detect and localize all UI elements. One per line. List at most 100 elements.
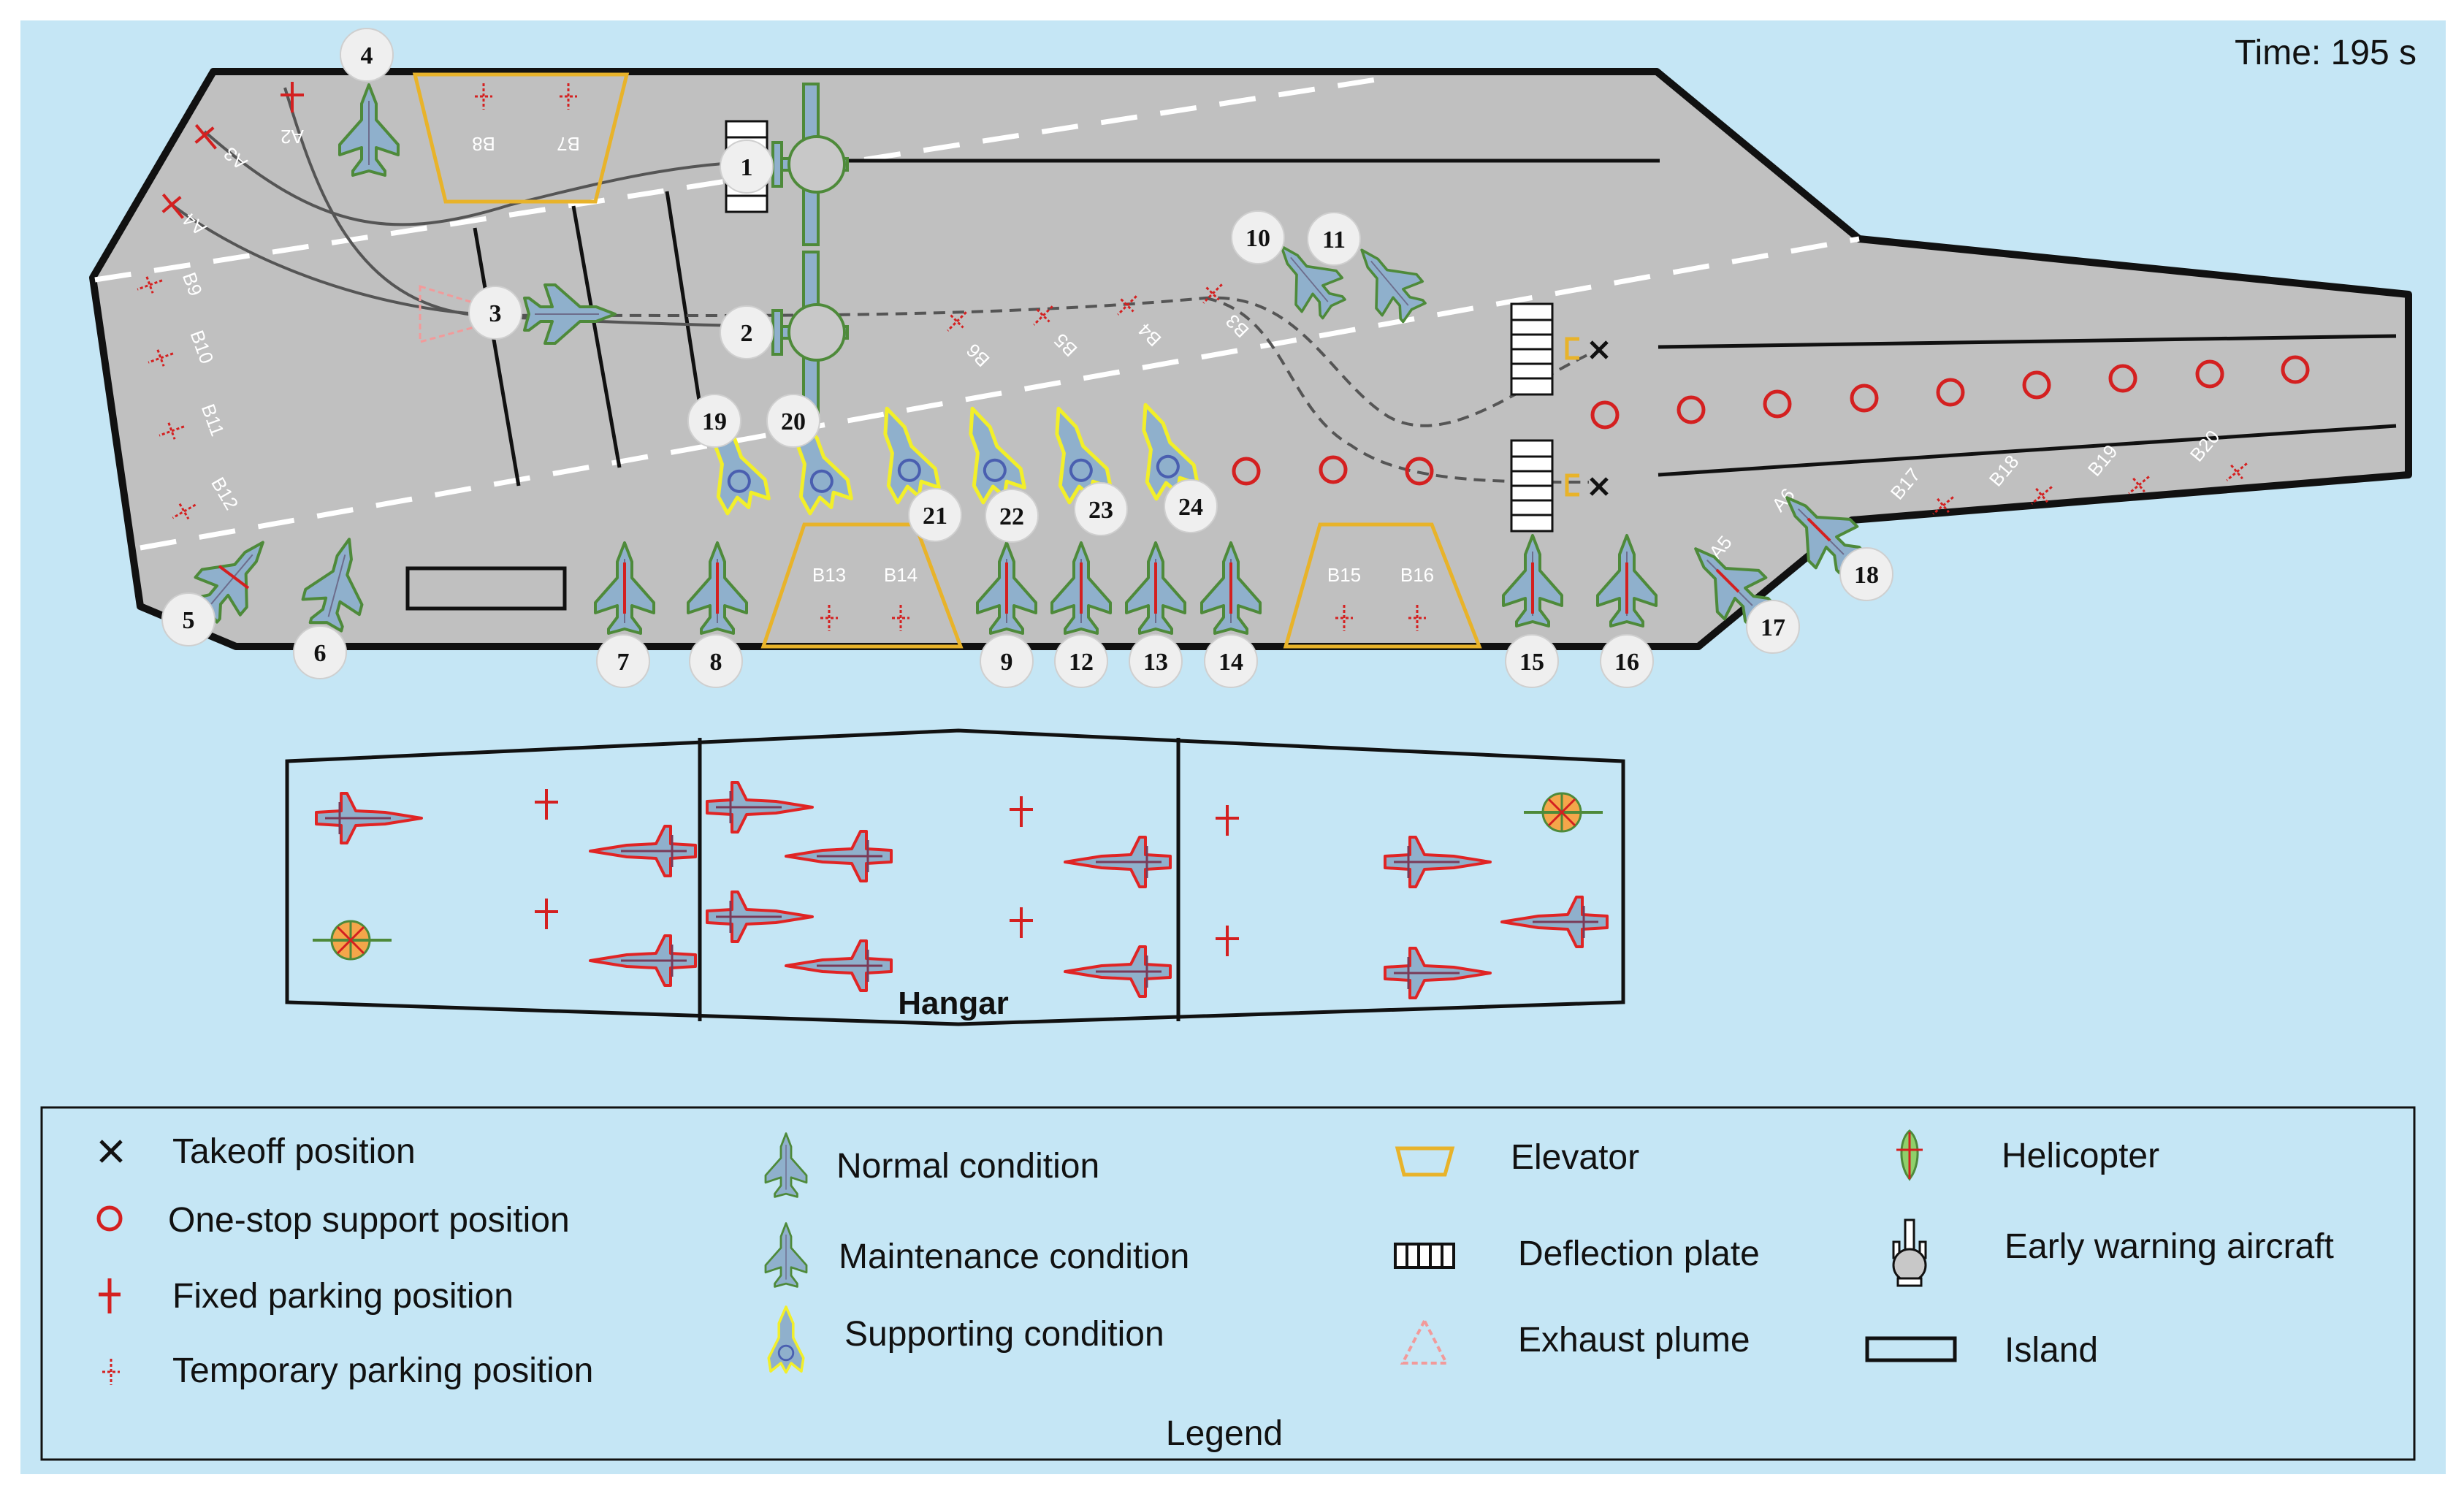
aircraft-number-badge: 12 xyxy=(1054,634,1108,688)
aircraft-number-badge: 20 xyxy=(766,394,820,448)
legend-label-deflection-plate: Deflection plate xyxy=(1518,1235,1760,1273)
aircraft-number: 5 xyxy=(183,607,195,634)
parking-label-b13: B13 xyxy=(812,564,846,586)
catapult-track-3 xyxy=(1658,334,2397,349)
aircraft-number-badge: 8 xyxy=(689,634,743,688)
aircraft-number-badge: 4 xyxy=(340,28,394,82)
aircraft-number-badge: 10 xyxy=(1231,210,1285,264)
legend-label-support: One-stop support position xyxy=(168,1201,570,1240)
parking-label-a2: A2 xyxy=(281,126,304,148)
aircraft-number: 3 xyxy=(489,300,502,327)
aircraft-number: 9 xyxy=(1001,649,1013,676)
aircraft-number-badge: 14 xyxy=(1204,634,1258,688)
deflection-plate xyxy=(1510,302,1554,396)
maintenance-marks xyxy=(218,517,1831,614)
parking-label-b14: B14 xyxy=(884,564,918,586)
elevator xyxy=(1283,522,1482,649)
exhaust-plume xyxy=(419,284,484,343)
legend: Takeoff position One-stop support positi… xyxy=(40,1106,2416,1461)
aircraft-number: 7 xyxy=(617,649,630,676)
legend-label-exhaust-plume: Exhaust plume xyxy=(1518,1321,1750,1359)
elevator xyxy=(760,522,964,649)
aircraft-number-badge: 13 xyxy=(1129,634,1183,688)
early-warning-aircraft-icon xyxy=(1892,1218,1927,1287)
aircraft-number: 16 xyxy=(1614,649,1639,676)
aircraft-number-badge: 22 xyxy=(985,489,1039,543)
elevator-icon xyxy=(1395,1146,1455,1177)
aircraft-number-badge: 5 xyxy=(161,592,215,646)
arresting-wire xyxy=(473,227,521,487)
parking-label-b7: B7 xyxy=(557,133,580,155)
aircraft-number: 22 xyxy=(999,503,1024,530)
helicopter-icon xyxy=(1896,1129,1923,1181)
aircraft-number-badge: 18 xyxy=(1839,547,1893,601)
aircraft-number: 15 xyxy=(1519,649,1544,676)
aircraft-number: 8 xyxy=(710,649,722,676)
elevator xyxy=(412,72,630,204)
aircraft-number: 23 xyxy=(1088,497,1113,524)
aircraft-number: 18 xyxy=(1854,562,1879,589)
aircraft-number-badge: 24 xyxy=(1164,479,1218,533)
hangar-label: Hangar xyxy=(898,985,1009,1021)
legend-label-island: Island xyxy=(2005,1331,2098,1370)
aircraft-number-badge: 9 xyxy=(980,634,1034,688)
deflection-plate xyxy=(1510,439,1554,533)
aircraft-number: 19 xyxy=(702,408,727,435)
angled-runway-top-line xyxy=(94,76,1381,283)
island-icon xyxy=(1865,1336,1957,1362)
aircraft-number: 11 xyxy=(1322,226,1346,253)
legend-label-takeoff: Takeoff position xyxy=(172,1132,416,1171)
deflection-plate-icon xyxy=(1394,1243,1455,1269)
jet-blast-marker xyxy=(1565,473,1579,497)
legend-title: Legend xyxy=(1166,1414,1283,1453)
legend-label-supporting: Supporting condition xyxy=(844,1315,1164,1354)
aircraft-number: 2 xyxy=(741,320,753,347)
parking-label-b16: B16 xyxy=(1400,564,1434,586)
aircraft-number: 4 xyxy=(361,42,373,69)
deck-elevators xyxy=(412,72,1482,649)
legend-label-helicopter: Helicopter xyxy=(2002,1137,2159,1175)
aircraft-number-badge: 11 xyxy=(1307,212,1361,266)
legend-label-temporary-parking: Temporary parking position xyxy=(172,1351,593,1390)
aircraft-number: 24 xyxy=(1178,494,1203,521)
arresting-wire xyxy=(571,205,622,468)
aircraft-number: 13 xyxy=(1143,649,1168,676)
legend-label-maintenance: Maintenance condition xyxy=(839,1237,1189,1276)
aircraft-number-badge: 1 xyxy=(720,140,774,194)
legend-label-normal: Normal condition xyxy=(836,1147,1099,1186)
legend-label-elevator: Elevator xyxy=(1511,1138,1639,1177)
aircraft-number-badge: 16 xyxy=(1600,634,1654,688)
aircraft-number-badge: 7 xyxy=(596,634,650,688)
aircraft-number: 17 xyxy=(1761,614,1785,641)
fixed-parking-icon xyxy=(99,1278,121,1313)
aircraft-number: 10 xyxy=(1246,225,1270,252)
aircraft-number: 12 xyxy=(1069,649,1094,676)
time-label: Time: 195 s xyxy=(2235,34,2417,72)
aircraft-number-badge: 19 xyxy=(687,394,741,448)
aircraft-number-badge: 15 xyxy=(1505,634,1559,688)
takeoff-positions xyxy=(1590,340,1609,496)
legend-box xyxy=(40,1106,2416,1461)
parking-label-b15: B15 xyxy=(1327,564,1361,586)
legend-label-early-warning: Early warning aircraft xyxy=(2005,1227,2334,1266)
angled-runway-bottom-line xyxy=(140,236,1860,551)
aircraft-number-badge: 2 xyxy=(720,305,774,359)
early-warning-aircraft xyxy=(771,83,849,246)
legend-label-fixed-parking: Fixed parking position xyxy=(172,1277,514,1316)
one-stop-support-positions xyxy=(1232,355,2310,486)
aircraft-number: 6 xyxy=(314,640,327,667)
aircraft-number-badge: 17 xyxy=(1746,600,1800,654)
parking-label-b8: B8 xyxy=(472,133,495,155)
aircraft-number-badge: 6 xyxy=(293,625,347,679)
support-circle-icon xyxy=(96,1205,123,1232)
aircraft-number: 1 xyxy=(741,154,753,181)
jet-blast-marker xyxy=(1565,337,1579,360)
aircraft-number: 14 xyxy=(1218,649,1243,676)
aircraft-number: 20 xyxy=(781,408,806,435)
island xyxy=(405,566,567,611)
aircraft-number-badge: 21 xyxy=(908,488,962,542)
catapult-track-4 xyxy=(1658,424,2397,477)
aircraft-number-badge: 23 xyxy=(1074,482,1128,536)
